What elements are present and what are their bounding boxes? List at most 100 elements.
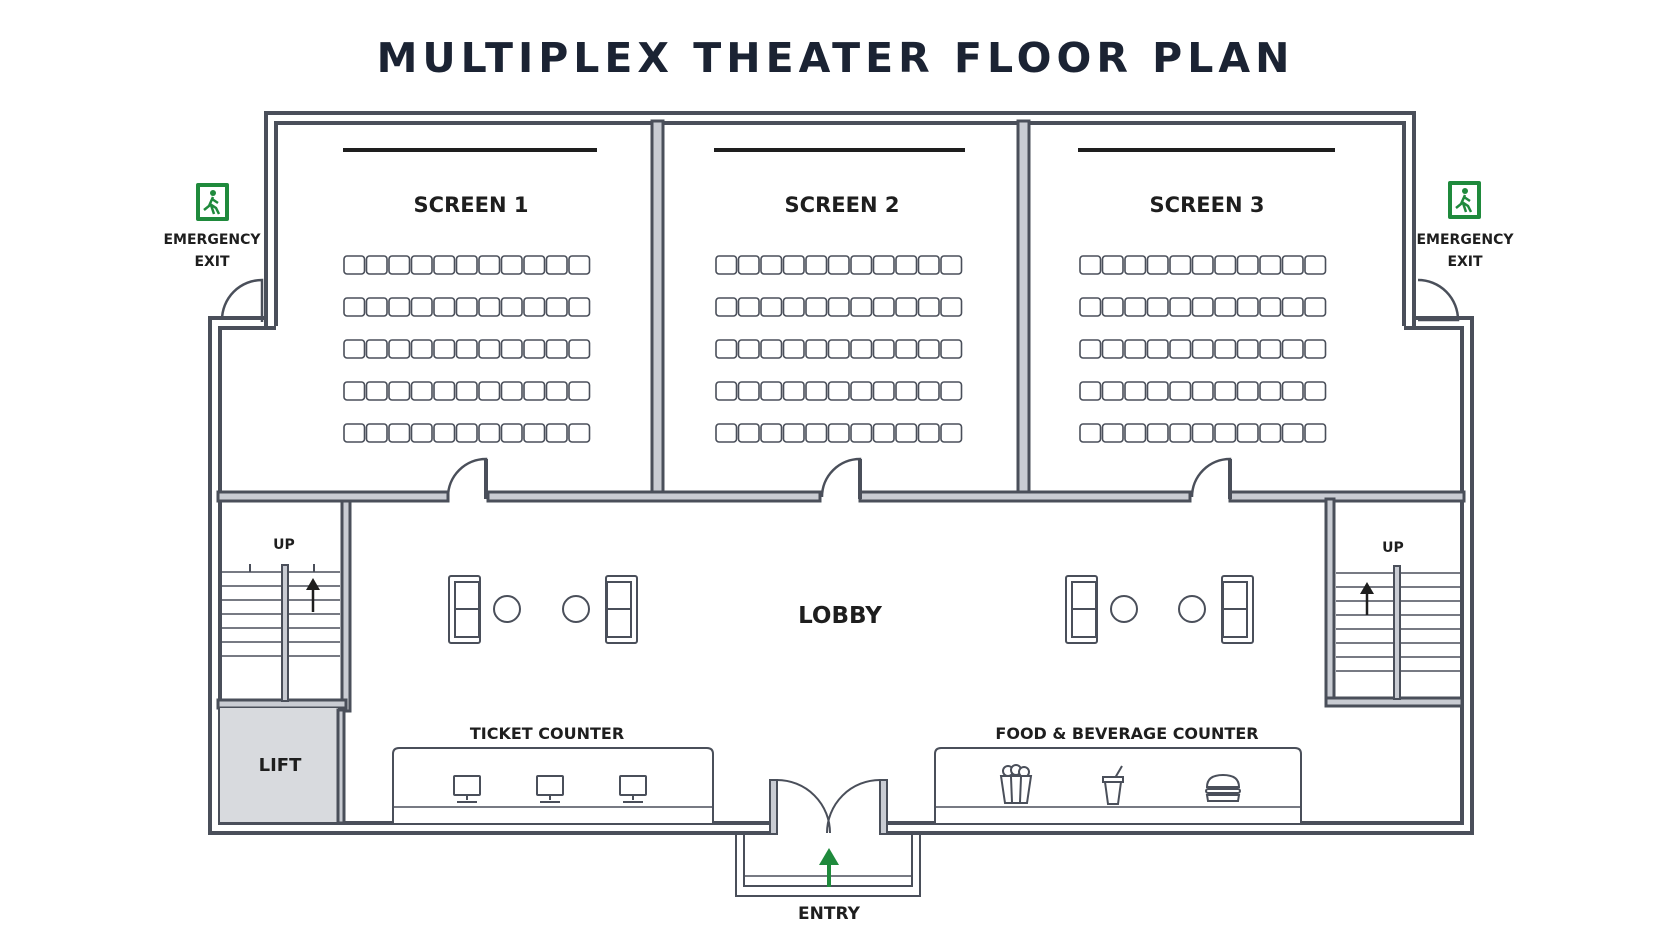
screen2-door: [820, 457, 862, 498]
seat-icon: [545, 297, 568, 317]
seat-icon: [1259, 255, 1282, 275]
seat-icon: [365, 339, 388, 359]
wall-screen1-screen2: [650, 119, 665, 498]
seat-icon: [433, 255, 456, 275]
seat-icon: [782, 255, 805, 275]
lobby-label: LOBBY: [798, 603, 882, 629]
seat-icon: [940, 255, 963, 275]
seat-icon: [827, 255, 850, 275]
seat-icon: [1169, 255, 1192, 275]
seat-icon: [433, 297, 456, 317]
left-stairs-up-label: UP: [273, 537, 295, 553]
seat-icon: [1259, 381, 1282, 401]
entry-vestibule: [735, 833, 921, 897]
seat-icon: [1304, 339, 1327, 359]
seat-icon: [365, 381, 388, 401]
seat-icon: [455, 339, 478, 359]
left-stair-arrow-icon: [306, 578, 320, 612]
seat-icon: [410, 255, 433, 275]
right-exit-label-line2: EXIT: [1447, 254, 1483, 270]
entry-door-left: [776, 779, 831, 834]
seat-icon: [850, 255, 873, 275]
seat-icon: [805, 255, 828, 275]
seat-icon: [737, 381, 760, 401]
seat-icon: [523, 297, 546, 317]
seat-icon: [895, 423, 918, 443]
seat-icon: [895, 255, 918, 275]
seat-icon: [1124, 297, 1147, 317]
seat-icon: [850, 423, 873, 443]
seat-icon: [568, 381, 591, 401]
seat-icon: [1124, 255, 1147, 275]
seat-icon: [1079, 423, 1102, 443]
left-exit-label-line2: EXIT: [194, 254, 230, 270]
seat-icon: [1079, 297, 1102, 317]
seat-icon: [1304, 423, 1327, 443]
seat-icon: [940, 423, 963, 443]
seat-icon: [940, 339, 963, 359]
ticket-counter-label: TICKET COUNTER: [470, 724, 624, 743]
seat-icon: [523, 381, 546, 401]
seat-icon: [850, 339, 873, 359]
seat-icon: [388, 423, 411, 443]
burger-icon: [1205, 773, 1241, 802]
seat-icon: [365, 297, 388, 317]
seat-icon: [1236, 423, 1259, 443]
seat-icon: [1101, 255, 1124, 275]
seat-icon: [1259, 297, 1282, 317]
right-emergency-exit-sign: EMERGENCY EXIT: [1416, 181, 1514, 270]
left-stair-treads: [220, 571, 340, 657]
seat-icon: [500, 381, 523, 401]
seat-icon: [388, 255, 411, 275]
seat-icon: [760, 423, 783, 443]
seat-icon: [850, 297, 873, 317]
seat-icon: [1281, 255, 1304, 275]
left-stairs: UP: [216, 499, 352, 713]
seat-icon: [1079, 339, 1102, 359]
seat-icon: [568, 297, 591, 317]
screen2-label: SCREEN 2: [785, 193, 900, 217]
seat-icon: [388, 339, 411, 359]
seat-icon: [1304, 297, 1327, 317]
seat-icon: [1191, 339, 1214, 359]
outer-wall-inner-line: [218, 121, 1464, 825]
screen1-label: SCREEN 1: [414, 193, 529, 217]
seat-icon: [1281, 381, 1304, 401]
seat-icon: [478, 381, 501, 401]
seat-icon: [940, 381, 963, 401]
seat-icon: [1146, 339, 1169, 359]
computer-icon: [536, 775, 564, 803]
outer-wall-outer-line: [208, 111, 1474, 835]
seat-icon: [1169, 297, 1192, 317]
outer-walls: [208, 111, 1474, 835]
right-stair-arrow-icon: [1360, 582, 1374, 615]
page-title: MULTIPLEX THEATER FLOOR PLAN: [376, 34, 1295, 82]
seat-icon: [782, 381, 805, 401]
table-icon: [1110, 595, 1138, 623]
screen-doors: [446, 457, 1232, 499]
seat-icon: [872, 255, 895, 275]
seat-icon: [1236, 339, 1259, 359]
seat-icon: [715, 255, 738, 275]
seat-icon: [1101, 423, 1124, 443]
seat-icon: [455, 381, 478, 401]
food-counter-label: FOOD & BEVERAGE COUNTER: [995, 724, 1258, 743]
seat-icon: [343, 255, 366, 275]
seat-icon: [805, 381, 828, 401]
seat-icon: [365, 255, 388, 275]
seat-icon: [1169, 339, 1192, 359]
sofa-icon: [448, 575, 481, 644]
seat-icon: [715, 297, 738, 317]
seat-icon: [388, 297, 411, 317]
entry-arrow-icon: [819, 848, 839, 887]
right-stair-rail: [1393, 565, 1401, 700]
seat-icon: [1281, 297, 1304, 317]
left-emergency-exit-sign: EMERGENCY EXIT: [163, 183, 261, 270]
seat-icon: [523, 423, 546, 443]
table-icon: [1178, 595, 1206, 623]
seating-area: [343, 255, 1327, 443]
seat-icon: [827, 423, 850, 443]
seat-icon: [545, 339, 568, 359]
seat-icon: [850, 381, 873, 401]
